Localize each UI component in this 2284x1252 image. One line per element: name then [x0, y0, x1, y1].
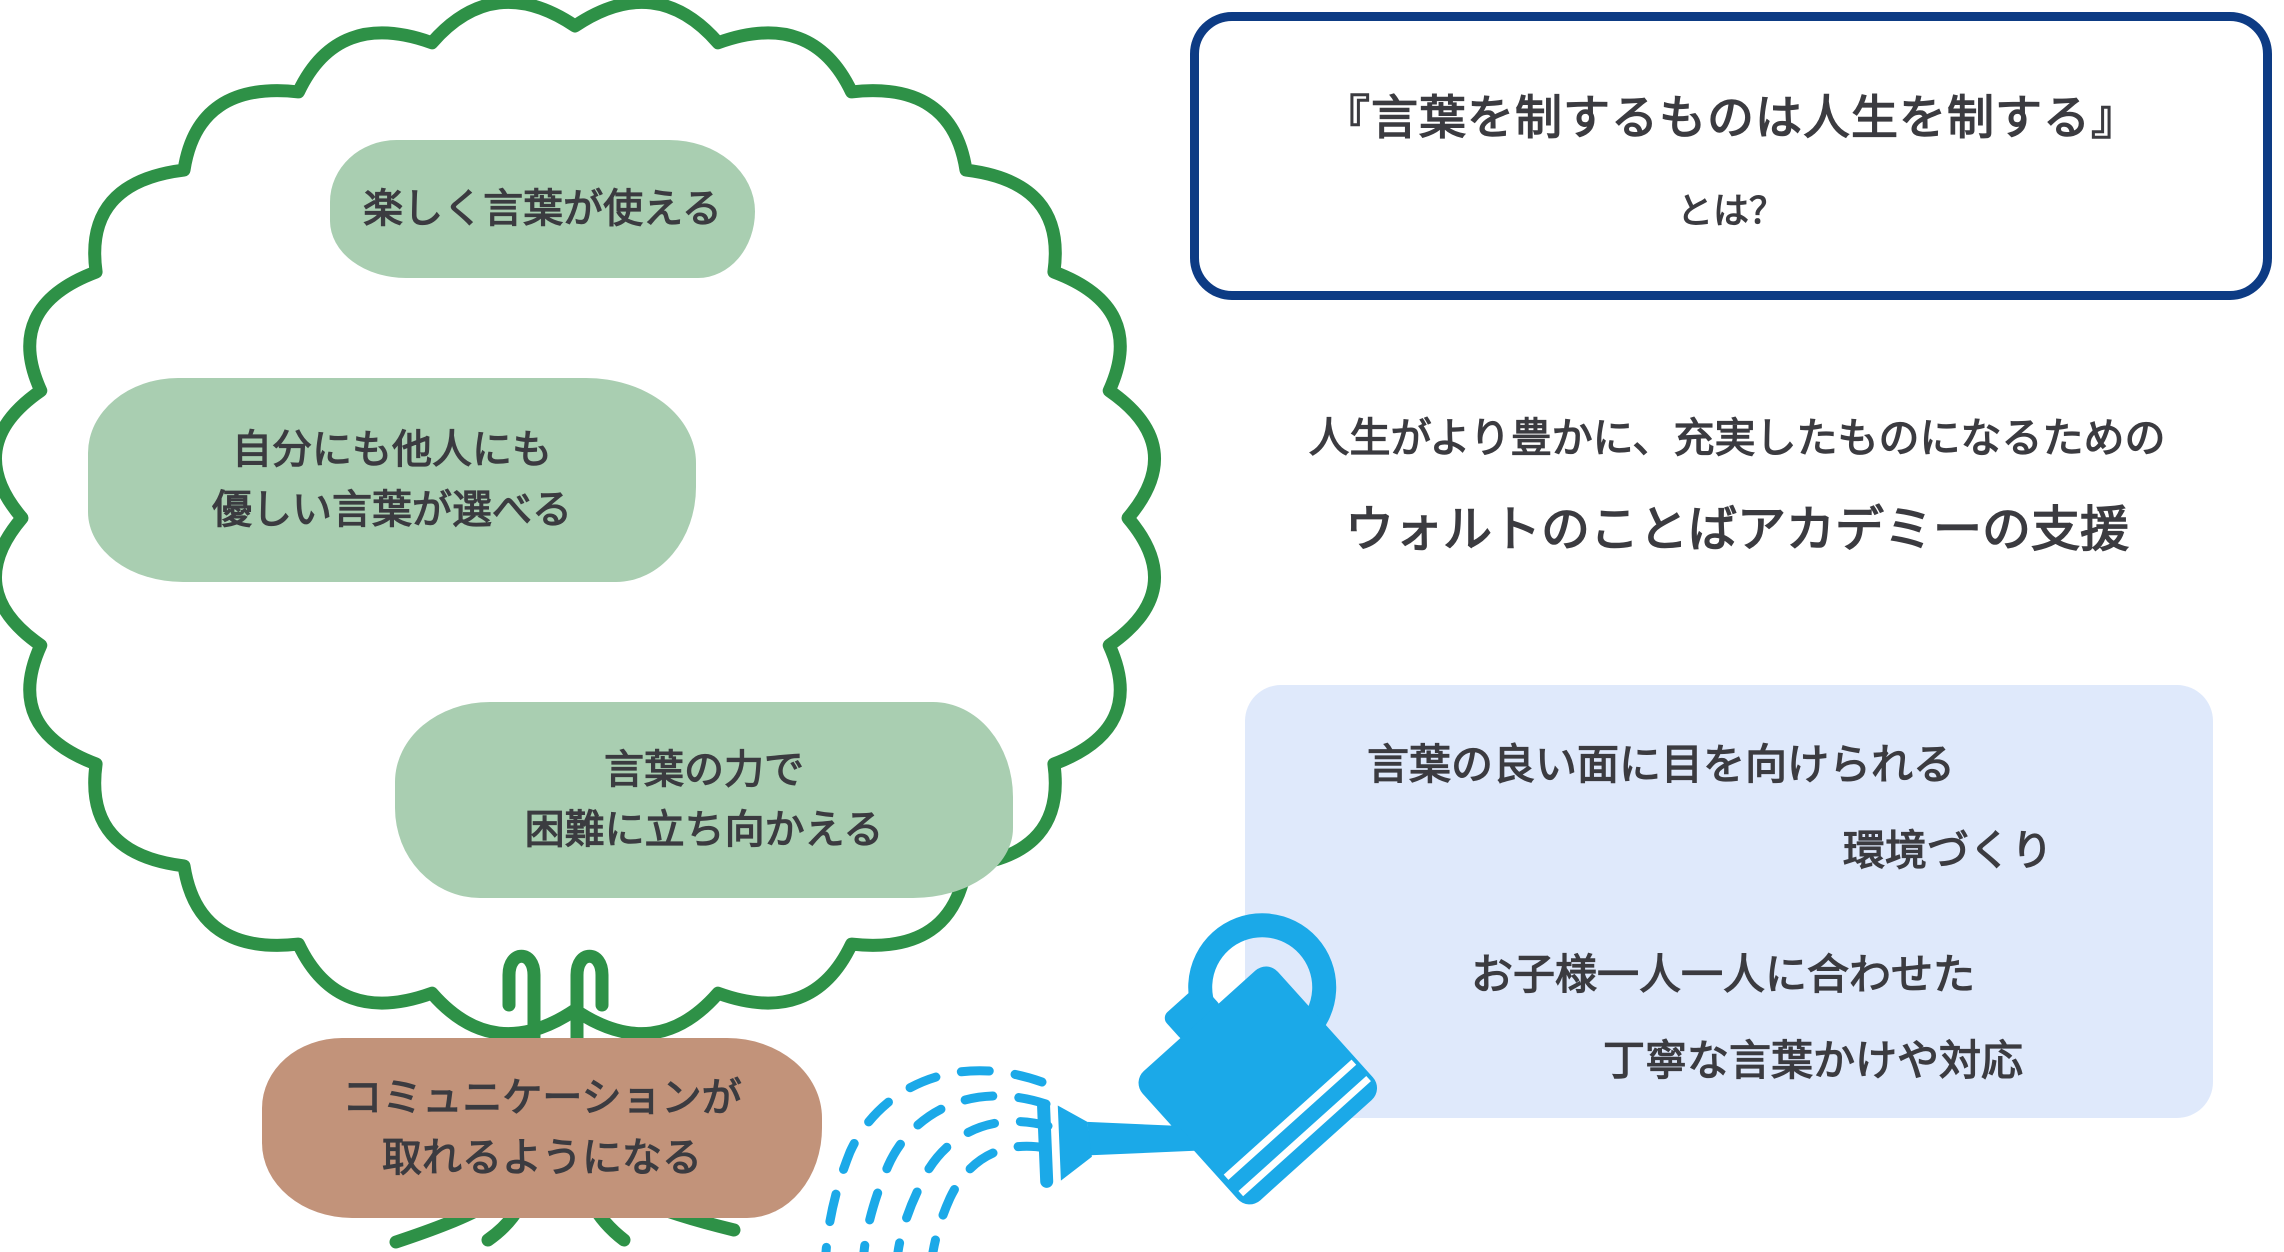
can-knob — [1164, 985, 1220, 1040]
tree-bubble-roots-line2: 取れるようになる — [382, 1135, 702, 1181]
tree-bubble-2-line2: 優しい言葉が選べる — [212, 487, 572, 533]
water-spray-icon — [821, 1066, 1053, 1252]
tree-bubble-2: 自分にも他人にも 優しい言葉が選べる — [88, 378, 696, 582]
water-arc-3 — [893, 1117, 1053, 1252]
can-stripe-2 — [1238, 1075, 1371, 1197]
can-body — [1138, 966, 1378, 1205]
can-stripe-1 — [1223, 1059, 1357, 1180]
support-item-1-line2: 環境づくり — [1843, 826, 2054, 875]
intro-line-1: 人生がより豊かに、充実したものになるための — [1308, 414, 2166, 462]
water-arc-2 — [859, 1091, 1051, 1252]
tree-bubble-2-line1: 自分にも他人にも — [232, 427, 552, 473]
tree-bubble-3: 言葉の力で 困難に立ち向かえる — [395, 702, 1013, 898]
title-subheading: とは？ — [1676, 190, 1785, 232]
intro-line-2: ウォルトのことばアカデミーの支援 — [1344, 501, 2129, 558]
title-heading: 『言葉を制するものは人生を制する』 — [1323, 90, 2139, 146]
title-box: 『言葉を制するものは人生を制する』 とは？ — [1190, 12, 2272, 300]
watering-can-icon — [1037, 913, 1378, 1205]
tree-bubble-1-line1: 楽しく言葉が使える — [363, 186, 722, 232]
tree-bubble-3-line1: 言葉の力で — [604, 747, 804, 793]
can-rose — [1057, 1105, 1092, 1181]
can-rose-plate — [1037, 1099, 1054, 1188]
support-item-2-line2: 丁寧な言葉かけや対応 — [1603, 1036, 2024, 1085]
water-arc-4 — [928, 1141, 1051, 1252]
water-arc-1 — [821, 1066, 1047, 1252]
tree-bubble-3-line2: 困難に立ち向かえる — [524, 807, 884, 853]
tree-bubble-roots-line1: コミュニケーションが — [342, 1075, 742, 1121]
support-item-1-line1: 言葉の良い面に目を向けられる — [1367, 740, 1956, 789]
can-spout — [1087, 1121, 1201, 1156]
tree-bubble-roots: コミュニケーションが 取れるようになる — [262, 1038, 822, 1218]
intro-text: 人生がより豊かに、充実したものになるための ウォルトのことばアカデミーの支援 — [1190, 404, 2284, 561]
tree-bubble-1: 楽しく言葉が使える — [330, 140, 755, 278]
support-item-2-line1: お子様一人一人に合わせた — [1471, 950, 1976, 999]
support-box: 言葉の良い面に目を向けられる 環境づくり お子様一人一人に合わせた 丁寧な言葉か… — [1245, 685, 2213, 1118]
